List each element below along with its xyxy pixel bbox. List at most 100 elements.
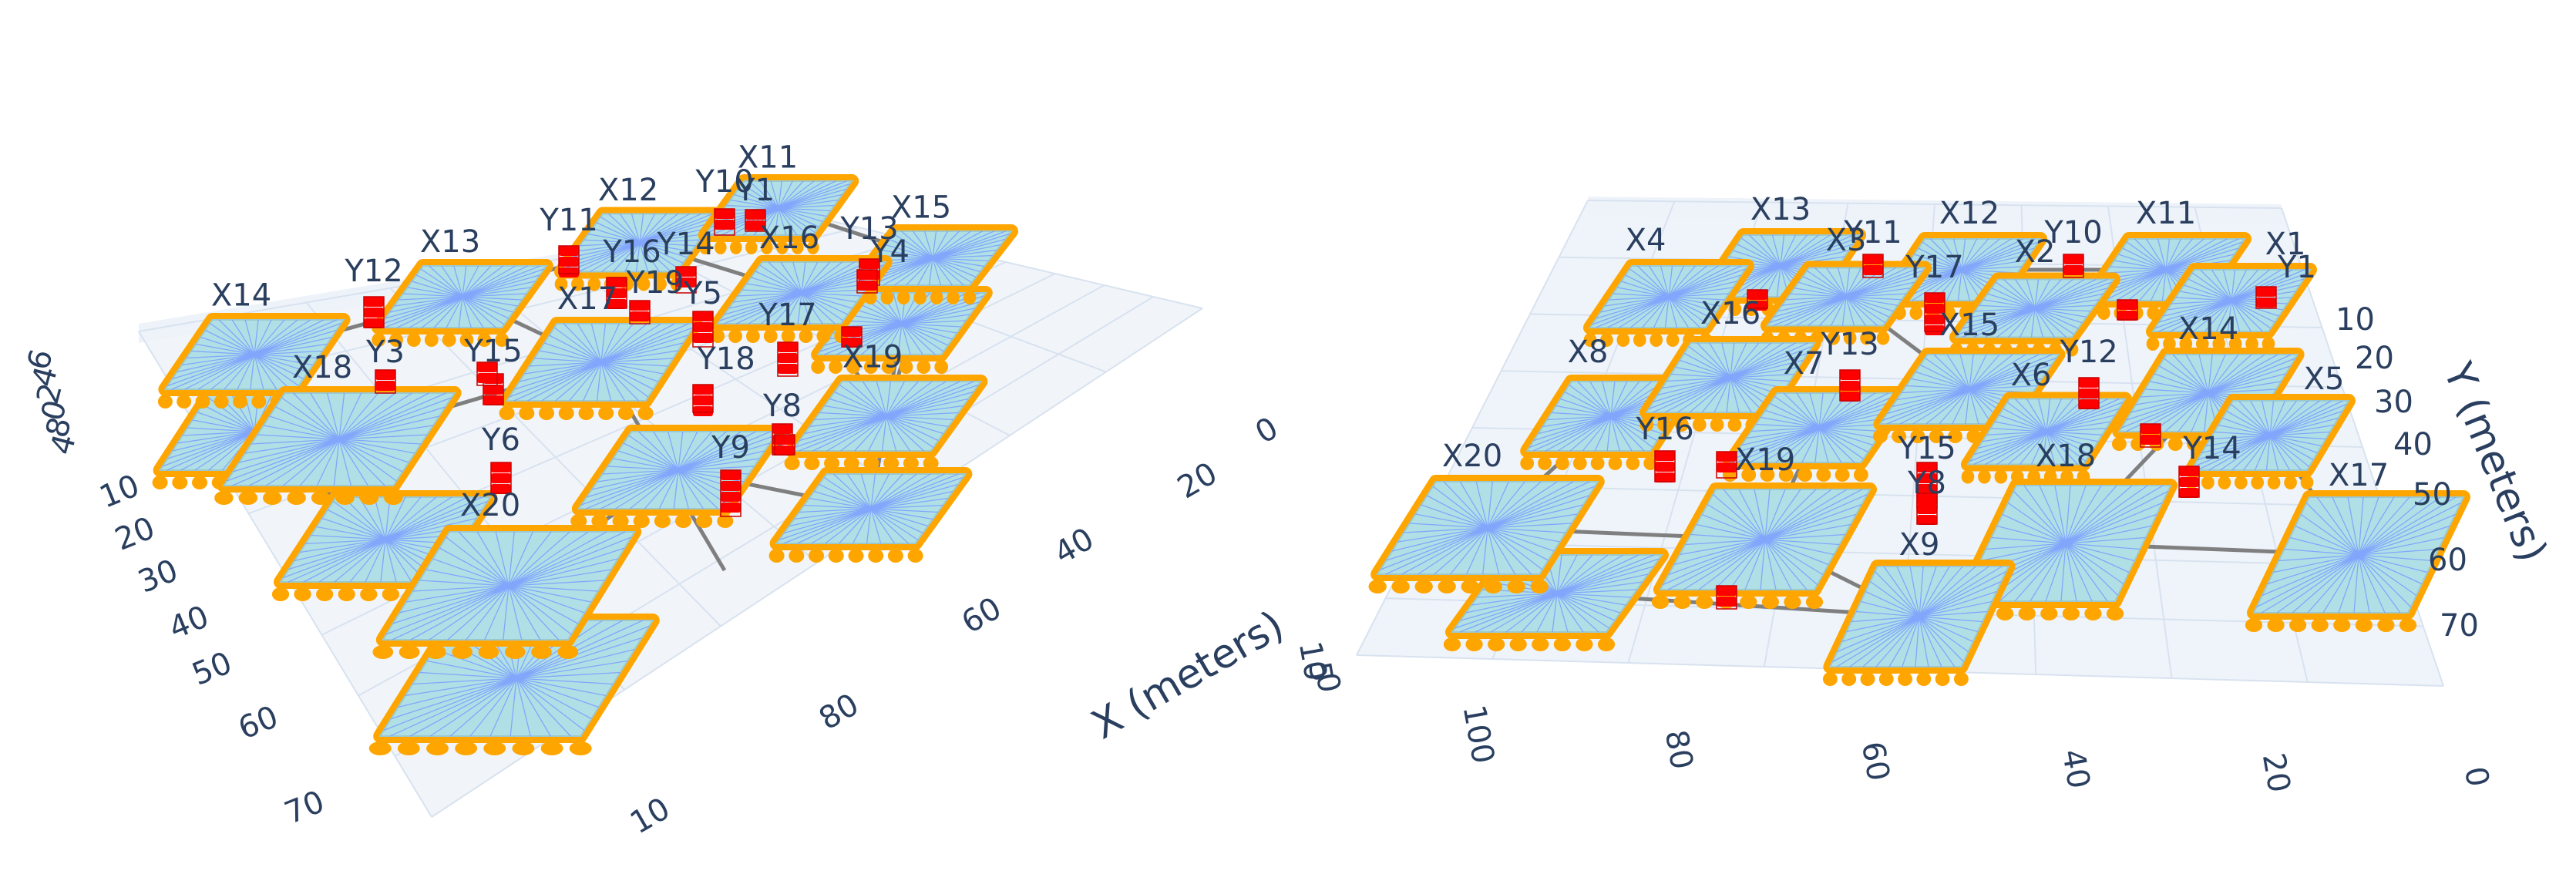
right-pad-label: X11 — [2136, 196, 2196, 231]
left-stack-marker — [675, 266, 697, 294]
left-stack-marker — [476, 361, 498, 386]
left-stack-marker — [745, 209, 766, 232]
right-pad-label: X3 — [1826, 223, 1867, 258]
left-stack-marker — [558, 245, 580, 277]
left-stack-label: Y17 — [758, 298, 816, 333]
left-stack-label: Y11 — [539, 203, 597, 238]
right-pad-label: X4 — [1626, 223, 1666, 258]
left-x-tick: 60 — [956, 590, 1007, 641]
left-pad-marker — [711, 255, 893, 343]
right-gridline — [1414, 540, 2403, 567]
right-pad-marker — [1822, 560, 2016, 686]
right-stack-marker — [1924, 292, 1945, 335]
right-stack-marker — [1839, 369, 1861, 402]
left-pad-label: X16 — [759, 220, 819, 256]
left-pad-label: X13 — [420, 224, 480, 260]
right-pad-label: X19 — [1735, 442, 1795, 478]
left-x-tick: 20 — [1172, 456, 1223, 506]
left-stack-label: Y4 — [870, 234, 910, 270]
left-pad-label: X15 — [891, 190, 951, 226]
left-pad-marker — [499, 317, 703, 420]
left-pad-label: X17 — [557, 281, 617, 317]
right-x-tick: 60 — [1855, 739, 1896, 784]
left-pad-marker — [698, 174, 859, 254]
right-gridline — [1587, 200, 2282, 209]
right-pad-label: X14 — [2178, 311, 2238, 347]
left-pad-label: X12 — [598, 173, 658, 208]
right-pad-label: X17 — [2329, 458, 2389, 493]
right-stack-markers — [1654, 254, 2277, 610]
right-stack-marker — [2140, 423, 2161, 448]
left-stack-marker — [490, 462, 512, 494]
right-y-tick: 50 — [2413, 477, 2452, 513]
right-pad-label: X1 — [2265, 227, 2306, 262]
right-pad-label: X13 — [1750, 192, 1811, 227]
right-stack-label: Y10 — [2043, 215, 2102, 250]
left-stack-marker — [375, 369, 396, 394]
right-stack-marker — [1716, 451, 1737, 479]
right-stack-label: Y16 — [1635, 412, 1693, 447]
left-y-tick: 70 — [280, 784, 329, 832]
right-y-tick: 60 — [2428, 543, 2467, 578]
left-stack-marker — [856, 269, 878, 294]
right-y-tick: 70 — [2440, 608, 2479, 644]
left-stack-marker — [777, 341, 799, 377]
left-stack-label: Y6 — [481, 422, 520, 458]
left-stack-marker — [363, 296, 385, 328]
right-pad-marker — [1961, 392, 2132, 484]
left-pad-marker — [784, 375, 988, 470]
right-stack-marker — [2255, 286, 2277, 309]
right-pad-marker — [1368, 475, 1605, 593]
left-stack-label: Y15 — [463, 334, 522, 369]
left-pad-label: X14 — [211, 278, 271, 314]
right-x-tick: 100 — [1456, 702, 1502, 766]
right-pad-label: X12 — [1939, 196, 1999, 231]
right-stack-label: Y17 — [1905, 250, 1963, 285]
left-stack-label: Y3 — [365, 335, 405, 370]
right-pad-marker — [1760, 261, 1932, 345]
left-stack-marker — [629, 300, 651, 324]
left-stack-label: Y1 — [735, 173, 775, 208]
right-stack-label: Y15 — [1897, 431, 1956, 466]
left-pad-label: X20 — [460, 488, 520, 523]
left-x-tick: 10 — [624, 791, 676, 841]
left-stack-marker — [714, 208, 735, 236]
right-stack-marker — [1716, 585, 1737, 610]
left-stack-marker — [606, 277, 627, 309]
left-pad-label: X11 — [738, 140, 798, 176]
left-y-tick: 60 — [234, 699, 283, 747]
right-pad-marker — [2245, 490, 2470, 632]
left-pad-marker — [768, 467, 973, 563]
right-pad-label: X9 — [1899, 527, 1940, 563]
left-y-tick: 40 — [164, 599, 214, 647]
right-stack-marker — [2078, 377, 2100, 409]
right-pad-label: X15 — [1939, 308, 1999, 343]
right-stack-label: Y13 — [1820, 327, 1878, 362]
right-y-tick: 20 — [2355, 341, 2394, 376]
right-x-tick: 40 — [2055, 747, 2097, 792]
left-pad-label: X18 — [292, 350, 352, 385]
right-pad-label: X5 — [2304, 361, 2345, 397]
right-stack-label: Y1 — [2277, 250, 2316, 285]
right-pad-label: X20 — [1442, 439, 1502, 474]
right-stack-marker — [2063, 254, 2084, 278]
left-y-tick: 20 — [110, 510, 160, 558]
right-pad-marker — [2146, 263, 2317, 351]
left-stack-marker — [841, 326, 863, 348]
right-y-tick: 10 — [2336, 302, 2375, 338]
right-z-tick: 10 — [1292, 639, 1333, 684]
left-stack-label: Y12 — [344, 254, 402, 289]
left-pad-marker — [372, 525, 642, 659]
left-y-tick: 30 — [133, 553, 183, 600]
right-pad-markers — [1368, 228, 2470, 686]
left-x-axis-title: X (meters) — [1085, 602, 1292, 748]
left-stack-label: Y19 — [625, 265, 684, 301]
left-stack-marker — [720, 469, 742, 517]
